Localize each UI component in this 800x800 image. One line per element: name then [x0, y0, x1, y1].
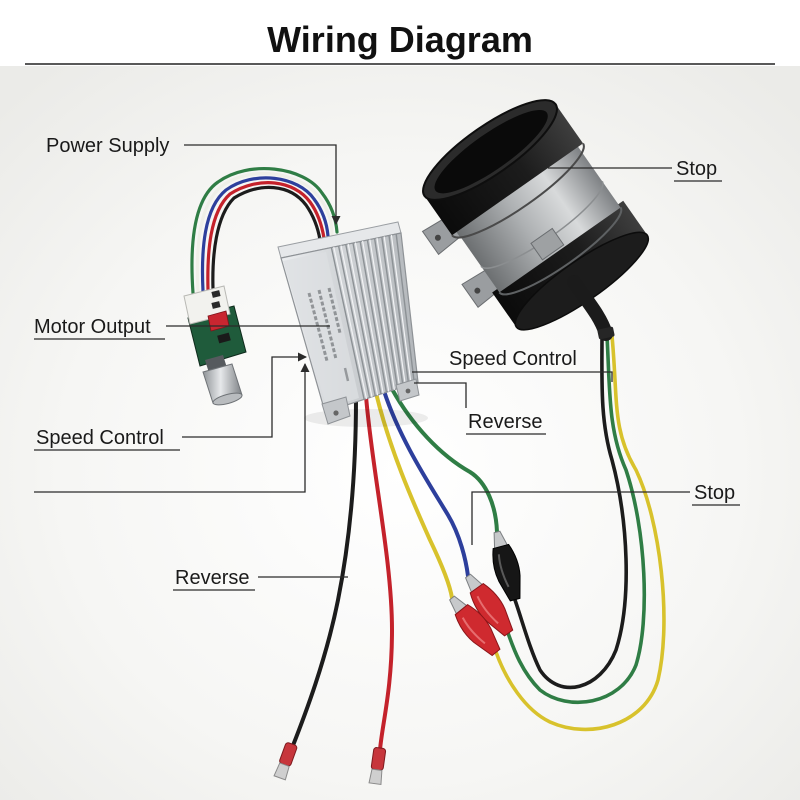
motor-terminal-block	[530, 227, 565, 261]
alligator-clip-red	[464, 573, 514, 637]
controller-fin-highlight	[347, 243, 379, 396]
wire-white	[195, 172, 334, 294]
wire-green	[390, 387, 499, 534]
controller-fin	[381, 236, 404, 387]
bracket-hole	[474, 287, 481, 294]
clip-highlight	[497, 554, 510, 588]
controller-fin	[359, 241, 388, 393]
spade-connector-black-wire	[273, 742, 298, 781]
controller-fin-highlight	[383, 236, 407, 387]
label-stop-bottom: Stop	[694, 482, 735, 504]
controller-fin-highlight	[333, 246, 368, 400]
label-speed-control-right: Speed Control	[449, 348, 577, 370]
mount-tab-hole	[333, 410, 339, 416]
wire-blue	[200, 176, 330, 293]
terminal-screw-slot	[211, 301, 221, 309]
controller-fin-highlight	[376, 237, 401, 389]
controller-fin-highlight	[369, 239, 395, 390]
speed-knob-cap	[212, 392, 243, 406]
motor-cable-sleeve	[597, 326, 615, 340]
controller-print-marks	[327, 287, 342, 334]
shroud-edge	[451, 142, 585, 239]
leader-power-supply	[184, 144, 341, 225]
clip-highlight	[461, 617, 486, 645]
controller-fin-highlight	[362, 240, 390, 392]
pwm-speed-module	[183, 285, 247, 406]
controller-fin	[345, 244, 376, 396]
controller-fin-highlight	[340, 245, 373, 398]
wire-green	[190, 166, 339, 295]
controller-fin	[366, 239, 393, 391]
controller-shadow	[304, 409, 428, 427]
wire-black	[290, 396, 358, 750]
controller-output-wires	[290, 387, 499, 752]
controller-fin	[352, 242, 382, 395]
page-title: Wiring Diagram	[267, 19, 533, 60]
terminal-screw-slot	[211, 290, 221, 298]
controller-fin	[388, 235, 410, 386]
controller-fin	[395, 233, 415, 384]
spade-tab	[273, 762, 290, 781]
spade-insulator	[370, 747, 387, 771]
label-stop-top: Stop	[676, 158, 717, 180]
bracket-hole	[434, 234, 441, 241]
fan-intake-opening	[434, 109, 548, 194]
label-reverse-left: Reverse	[175, 567, 249, 589]
controller-fin	[330, 247, 365, 400]
spade-connector-red-wire	[368, 747, 387, 786]
wire-yellow	[494, 334, 666, 732]
wire-green	[506, 334, 647, 704]
mount-tab-hole	[405, 388, 411, 394]
leader-reverse-right	[414, 382, 467, 408]
controller-label-plate	[283, 252, 359, 408]
wire-blue	[382, 389, 470, 578]
motor-metal-body	[455, 145, 621, 293]
leader-unlabeled	[34, 363, 310, 493]
fan-back-shroud	[424, 104, 584, 236]
controller-fin	[337, 245, 371, 398]
leader-speed-control-right	[412, 371, 613, 382]
controller-fin-highlight	[354, 242, 384, 394]
speed-module-wire-bundle	[190, 166, 339, 295]
motor-seam	[498, 206, 623, 296]
controller-fin-highlight	[390, 234, 412, 385]
controller-fin	[373, 238, 399, 389]
leader-speed-control-left	[182, 352, 307, 438]
alligator-clip-black	[492, 530, 521, 602]
motor-controller	[277, 221, 428, 427]
label-power-supply: Power Supply	[46, 135, 169, 157]
spade-tab	[368, 768, 383, 786]
wire-yellow	[374, 391, 454, 600]
label-reverse-right: Reverse	[468, 411, 542, 433]
alligator-clip-red	[449, 595, 501, 657]
clip-highlight	[476, 595, 499, 625]
controller-print-marks	[343, 367, 350, 382]
clip-sleeve	[469, 582, 514, 637]
label-motor-output: Motor Output	[34, 316, 151, 338]
leader-stop-bottom	[471, 491, 690, 545]
wire-black	[513, 334, 628, 690]
wire-red	[364, 394, 394, 752]
ducted-fan-motor	[421, 99, 650, 331]
pcb-component	[217, 332, 231, 344]
wire-black	[211, 185, 322, 291]
motor-lead-wires	[494, 334, 666, 732]
clip-sleeve	[454, 604, 501, 657]
label-speed-control-left: Speed Control	[36, 427, 164, 449]
wire-red	[206, 181, 326, 292]
